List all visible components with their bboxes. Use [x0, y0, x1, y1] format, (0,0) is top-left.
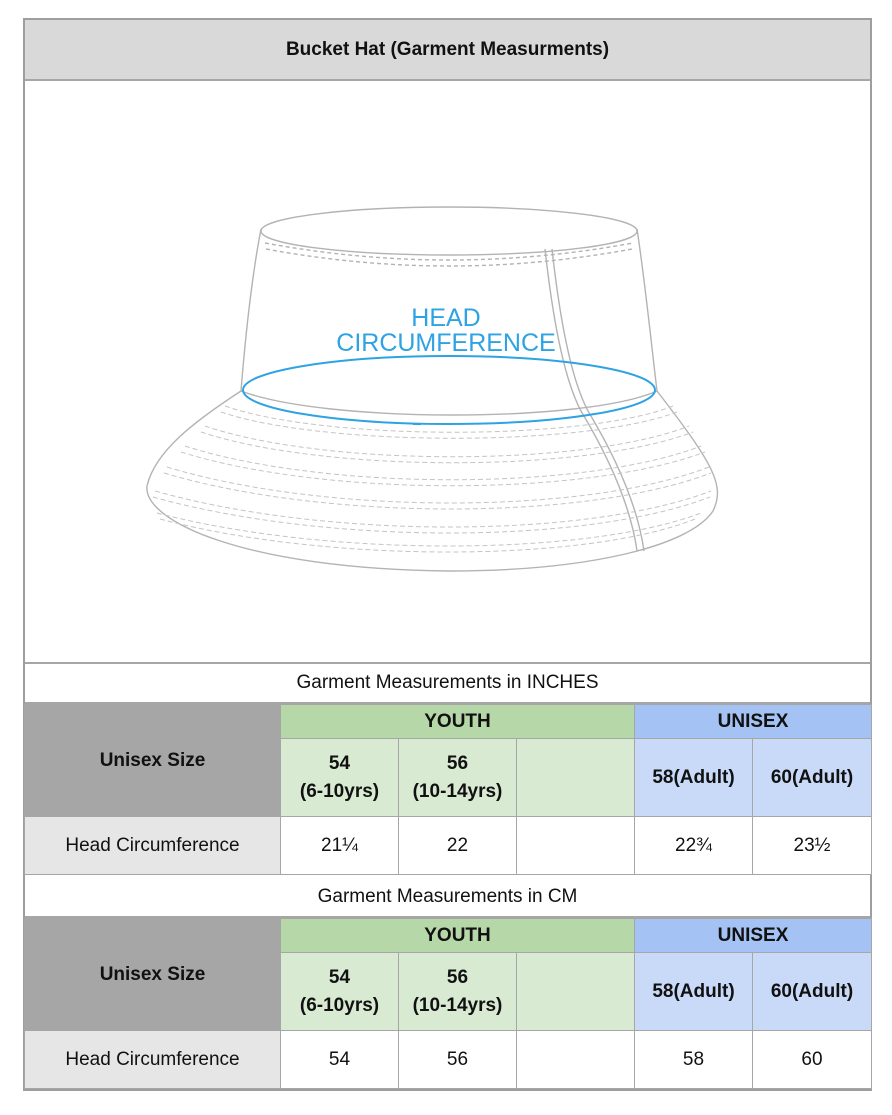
size-cell: 56(10-14yrs): [398, 738, 517, 817]
row-label: Head Circumference: [24, 816, 281, 875]
brim-stitching: [152, 405, 712, 553]
youth-header: YOUTH: [280, 918, 635, 953]
size-cell: 60(Adult): [752, 952, 872, 1031]
unisex-header: UNISEX: [634, 704, 872, 739]
size-label-cell: Unisex Size: [24, 704, 281, 817]
chart-title: Bucket Hat (Garment Measurments): [25, 20, 870, 81]
value-cell: 23½: [752, 816, 872, 875]
unisex-header: UNISEX: [634, 918, 872, 953]
head-label-line1: HEAD: [411, 304, 480, 332]
value-cell: [516, 816, 635, 875]
value-cell: 21¼: [280, 816, 399, 875]
hat-outline: [146, 206, 719, 572]
size-cell-empty: [516, 738, 635, 817]
size-chart-sheet: Bucket Hat (Garment Measurments): [23, 18, 872, 1091]
size-label-cell: Unisex Size: [24, 918, 281, 1031]
size-cell: 54(6-10yrs): [280, 952, 399, 1031]
value-cell: 22¾: [634, 816, 753, 875]
size-cell-empty: [516, 952, 635, 1031]
value-cell: 60: [752, 1030, 872, 1089]
inches-caption: Garment Measurements in INCHES: [25, 664, 870, 704]
value-cell: 22: [398, 816, 517, 875]
inches-table: Unisex Size YOUTH UNISEX 54(6-10yrs) 56(…: [24, 704, 872, 875]
row-label: Head Circumference: [24, 1030, 281, 1089]
bucket-hat-illustration: HEAD CIRCUMFERENCE: [146, 206, 719, 572]
value-cell: 56: [398, 1030, 517, 1089]
cm-table: Unisex Size YOUTH UNISEX 54(6-10yrs) 56(…: [24, 918, 872, 1089]
hat-illustration-panel: HEAD CIRCUMFERENCE: [25, 81, 870, 664]
size-cell: 60(Adult): [752, 738, 872, 817]
size-cell: 56(10-14yrs): [398, 952, 517, 1031]
cm-caption: Garment Measurements in CM: [25, 878, 870, 918]
value-cell: [516, 1030, 635, 1089]
size-cell: 58(Adult): [634, 952, 753, 1031]
head-label-line2: CIRCUMFERENCE: [336, 329, 555, 357]
size-cell: 58(Adult): [634, 738, 753, 817]
head-circumference-ring: [242, 355, 656, 425]
youth-header: YOUTH: [280, 704, 635, 739]
cm-section: Garment Measurements in CM Unisex Size Y…: [24, 878, 872, 1089]
value-cell: 58: [634, 1030, 753, 1089]
size-cell: 54(6-10yrs): [280, 738, 399, 817]
value-cell: 54: [280, 1030, 399, 1089]
inches-section: Garment Measurements in INCHES Unisex Si…: [24, 664, 872, 875]
